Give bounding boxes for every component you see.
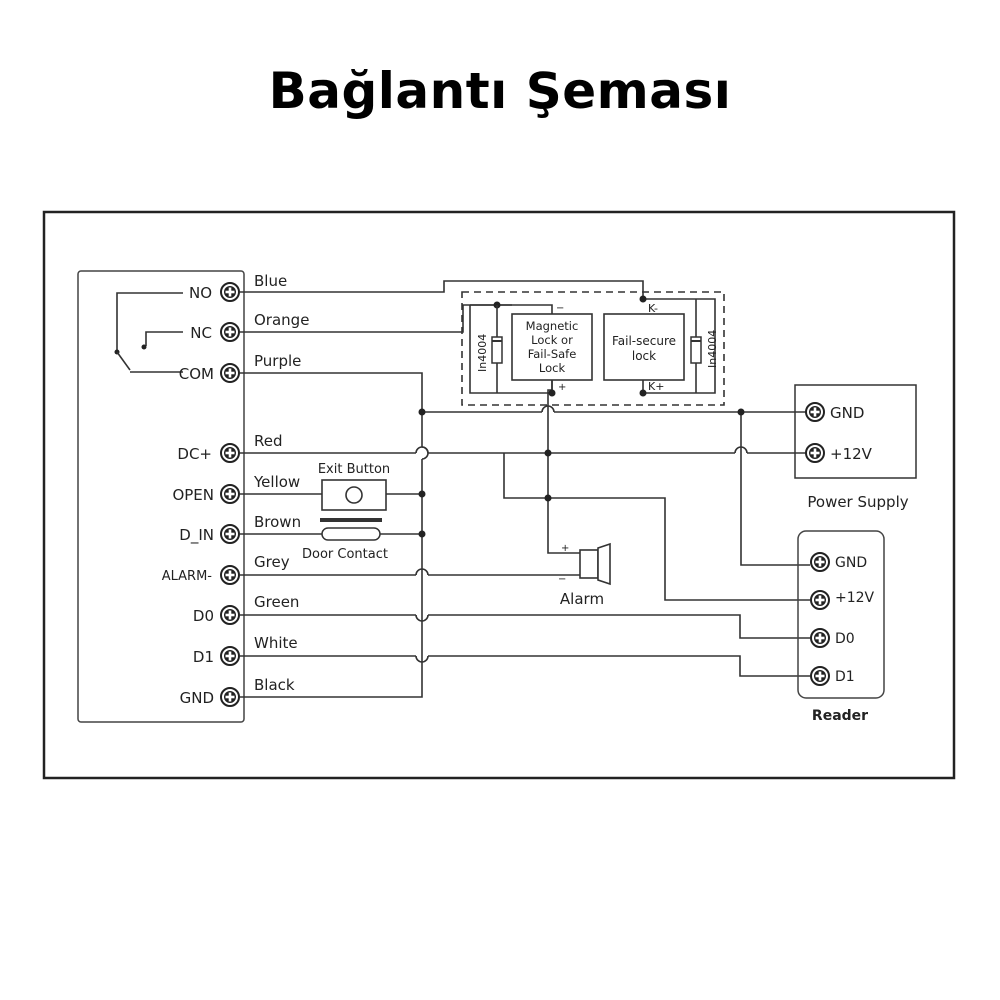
terminal-label: DC+ (177, 445, 212, 463)
terminal-label: ALARM- (162, 569, 213, 584)
terminal-label: OPEN (172, 486, 214, 504)
terminal-label: D_IN (179, 526, 214, 545)
alarm-label: Alarm (560, 590, 604, 608)
wire-label: Black (254, 676, 295, 694)
diode-label: In4004 (706, 330, 719, 368)
alarm: + − Alarm (558, 542, 611, 608)
fail-secure-lock: Fail-secure lock K- K+ (603, 302, 685, 393)
ps-12v-terminal (805, 443, 825, 463)
door-contact: Door Contact (302, 518, 388, 562)
terminal-open (220, 484, 240, 504)
magnetic-lock: Magnetic Lock or Fail-Safe Lock − + (511, 303, 593, 393)
terminal-label: D1 (193, 648, 214, 666)
terminal-d1 (220, 646, 240, 666)
wire-label: Purple (254, 352, 301, 370)
wire-labels: Blue Orange Purple Red Yellow Brown Grey… (253, 272, 309, 694)
alarm-plus-label: + (561, 543, 569, 554)
reader-terminal-label: D0 (835, 631, 855, 647)
wire-label: Blue (254, 272, 287, 290)
terminal-com (220, 363, 240, 383)
diode-left: In4004 (476, 305, 503, 393)
terminal-label: NO (189, 284, 212, 302)
wire-label: Orange (254, 311, 309, 329)
terminal-nc (220, 322, 240, 342)
door-contact-label: Door Contact (302, 547, 388, 562)
reader-12v-terminal (810, 590, 830, 610)
ps-gnd-terminal (805, 402, 825, 422)
mag-lock-line: Lock (539, 361, 566, 375)
alarm-minus-label: − (558, 574, 566, 585)
k-plus-label: K+ (648, 380, 664, 393)
terminal-label: NC (190, 324, 212, 342)
page-title: Bağlantı Şeması (268, 62, 732, 120)
mag-minus-label: − (556, 303, 564, 314)
ps-12v-label: +12V (830, 445, 873, 463)
junction-dots (418, 295, 745, 538)
mag-plus-label: + (558, 382, 566, 393)
reader-terminal-label: GND (835, 555, 867, 571)
terminal-d-in (220, 524, 240, 544)
wire-label: Grey (254, 553, 290, 571)
reader-terminal-label: D1 (835, 669, 855, 685)
reader-terminal-label: +12V (835, 590, 875, 606)
mag-lock-line: Lock or (531, 333, 573, 347)
terminal-dc-plus (220, 443, 240, 463)
wire-label: Green (254, 593, 299, 611)
wire-label: Red (254, 432, 283, 450)
terminal-no (220, 282, 240, 302)
controller-terminals: NO NC COM DC+ OPEN D_IN ALARM- D0 D1 GND (162, 282, 240, 707)
mag-lock-line: Magnetic (526, 319, 579, 333)
controller-box (77, 270, 245, 723)
diode-label: In4004 (476, 334, 489, 372)
reader-gnd-terminal (810, 552, 830, 572)
reader-d0-terminal (810, 628, 830, 648)
reader-d1-terminal (810, 666, 830, 686)
mag-lock-line: Fail-Safe (528, 347, 577, 361)
terminal-label: D0 (193, 607, 214, 625)
diode-right: In4004 (690, 299, 719, 393)
terminal-d0 (220, 605, 240, 625)
terminal-gnd (220, 687, 240, 707)
terminal-alarm-minus (220, 565, 240, 585)
wire-label: Brown (254, 513, 301, 531)
k-minus-label: K- (648, 302, 658, 315)
terminal-label: COM (179, 365, 214, 383)
ps-gnd-label: GND (830, 404, 864, 422)
lock-area-dashed (461, 291, 725, 406)
relay-symbol (114, 292, 183, 373)
reader: GND +12V D0 D1 Reader (797, 530, 885, 724)
wire-label: Yellow (253, 473, 300, 491)
wire-label: White (254, 634, 298, 652)
exit-button-label: Exit Button (318, 462, 390, 477)
reader-label: Reader (812, 708, 868, 724)
wires (240, 280, 810, 698)
power-supply: GND +12V Power Supply (794, 384, 917, 511)
power-supply-label: Power Supply (807, 493, 908, 511)
fail-secure-line: lock (632, 349, 656, 363)
diagram-frame (42, 210, 956, 780)
terminal-label: GND (180, 689, 214, 707)
exit-button: Exit Button (318, 462, 390, 511)
fail-secure-line: Fail-secure (612, 334, 676, 348)
